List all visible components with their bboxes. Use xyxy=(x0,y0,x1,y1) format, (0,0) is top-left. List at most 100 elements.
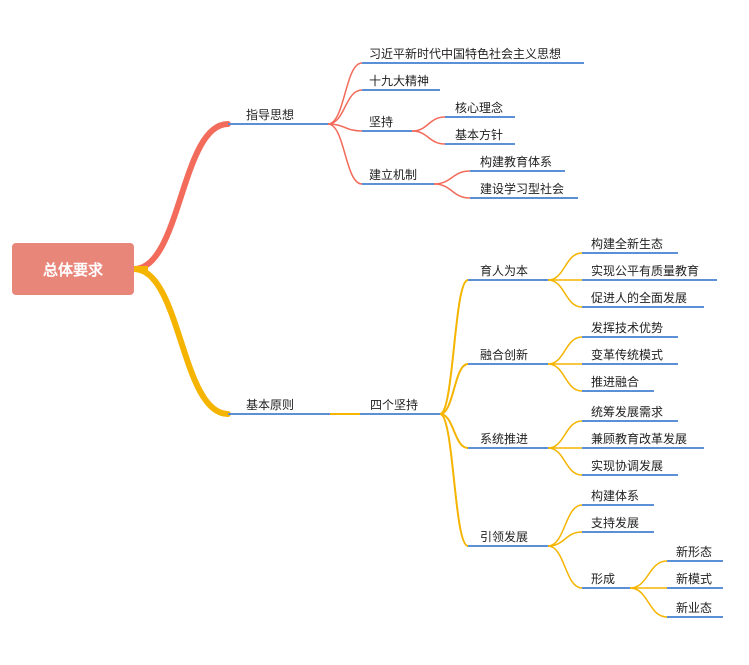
connector xyxy=(547,336,583,365)
underline xyxy=(445,143,515,145)
connector xyxy=(439,413,469,547)
node-tech-advantage[interactable]: 发挥技术优势 xyxy=(591,321,663,335)
node-label: 实现协调发展 xyxy=(591,459,664,473)
connector xyxy=(439,279,469,415)
node-basic-policy[interactable]: 基本方针 xyxy=(455,128,503,142)
node-label: 发挥技术优势 xyxy=(591,321,664,335)
underline xyxy=(228,123,328,125)
node-support-development[interactable]: 支持发展 xyxy=(591,516,639,530)
underline xyxy=(362,89,440,91)
node-coordinate-needs[interactable]: 统筹发展需求 xyxy=(591,405,663,419)
node-label: 引领发展 xyxy=(480,530,529,544)
node-label: 构建全新生态 xyxy=(591,237,664,251)
node-label: 新业态 xyxy=(676,601,713,615)
root-connector-stub xyxy=(134,266,148,272)
connector-root-principles xyxy=(131,266,231,417)
node-label: 核心理念 xyxy=(455,101,504,115)
underline xyxy=(582,252,678,254)
connector xyxy=(411,116,446,132)
underline xyxy=(445,116,515,118)
connector-root-guiding xyxy=(131,121,231,272)
underline xyxy=(667,560,723,562)
underline xyxy=(582,363,678,365)
connector xyxy=(439,363,469,415)
connector xyxy=(327,123,363,185)
node-19th-spirit[interactable]: 十九大精神 xyxy=(369,74,429,88)
node-build-mechanism[interactable]: 建立机制 xyxy=(369,168,417,182)
underline xyxy=(470,197,578,199)
node-label: 实现公平有质量教育 xyxy=(591,264,700,278)
underline xyxy=(667,616,723,618)
node-label: 坚持 xyxy=(369,115,394,129)
node-all-round-development[interactable]: 促进人的全面发展 xyxy=(591,291,687,305)
node-learning-society[interactable]: 建设学习型社会 xyxy=(480,182,564,196)
underline xyxy=(582,587,630,589)
node-reform-development[interactable]: 兼顾教育改革发展 xyxy=(591,432,687,446)
underline xyxy=(582,390,654,392)
node-label: 构建体系 xyxy=(591,489,640,503)
node-systematic-advance[interactable]: 系统推进 xyxy=(480,432,528,446)
node-new-mode[interactable]: 新模式 xyxy=(676,572,712,586)
underline xyxy=(667,587,723,589)
node-xi-thought[interactable]: 习近平新时代中国特色社会主义思想 xyxy=(369,47,561,61)
node-new-ecology[interactable]: 构建全新生态 xyxy=(591,237,663,251)
underline xyxy=(582,336,678,338)
root-node[interactable]: 总体要求 xyxy=(12,243,134,295)
connector xyxy=(547,447,583,476)
node-label: 十九大精神 xyxy=(369,74,430,88)
root-label: 总体要求 xyxy=(42,260,103,279)
node-label: 基本方针 xyxy=(455,128,504,142)
branch-label: 基本原则 xyxy=(246,398,295,412)
node-lead-development[interactable]: 引领发展 xyxy=(480,530,528,544)
node-coordinated-development[interactable]: 实现协调发展 xyxy=(591,459,663,473)
node-label: 形成 xyxy=(591,572,616,586)
underline xyxy=(582,531,654,533)
connector xyxy=(433,170,471,185)
node-label: 建设学习型社会 xyxy=(480,182,565,196)
underline xyxy=(582,420,678,422)
connector xyxy=(327,123,363,132)
underline xyxy=(228,413,330,415)
node-form[interactable]: 形成 xyxy=(591,572,615,586)
connector xyxy=(433,183,471,199)
underline xyxy=(582,474,678,476)
node-new-business[interactable]: 新业态 xyxy=(676,601,712,615)
connector xyxy=(327,89,363,125)
underline xyxy=(468,363,548,365)
connector xyxy=(547,252,583,281)
underline xyxy=(582,447,704,449)
underline xyxy=(468,447,548,449)
node-label: 新模式 xyxy=(676,572,713,586)
branch-node-guiding-thought[interactable]: 指导思想 xyxy=(246,108,294,122)
connector xyxy=(547,531,583,547)
node-label: 支持发展 xyxy=(591,516,640,530)
connector xyxy=(411,130,446,145)
node-label: 融合创新 xyxy=(480,348,529,362)
node-label: 构建教育体系 xyxy=(480,155,553,169)
underline xyxy=(582,279,717,281)
node-new-form[interactable]: 新形态 xyxy=(676,545,712,559)
node-fair-quality-education[interactable]: 实现公平有质量教育 xyxy=(591,264,699,278)
underline xyxy=(582,306,704,308)
connector xyxy=(629,587,668,618)
connector xyxy=(547,279,583,308)
node-people-first[interactable]: 育人为本 xyxy=(480,264,528,278)
branch-node-basic-principles[interactable]: 基本原则 xyxy=(246,398,294,412)
node-label: 建立机制 xyxy=(369,168,418,182)
connector xyxy=(327,62,363,125)
node-label: 兼顾教育改革发展 xyxy=(591,432,688,446)
node-label: 新形态 xyxy=(676,545,713,559)
node-build-system[interactable]: 构建体系 xyxy=(591,489,639,503)
node-label: 推进融合 xyxy=(591,375,640,389)
node-four-adheres[interactable]: 四个坚持 xyxy=(370,398,418,412)
node-promote-integration[interactable]: 推进融合 xyxy=(591,375,639,389)
node-integration-innovation[interactable]: 融合创新 xyxy=(480,348,528,362)
node-transform-mode[interactable]: 变革传统模式 xyxy=(591,348,663,362)
underline xyxy=(468,279,548,281)
node-adhere[interactable]: 坚持 xyxy=(369,115,393,129)
connector xyxy=(547,504,583,547)
node-education-system[interactable]: 构建教育体系 xyxy=(480,155,552,169)
branch-label: 指导思想 xyxy=(246,108,295,122)
node-core-idea[interactable]: 核心理念 xyxy=(455,101,503,115)
